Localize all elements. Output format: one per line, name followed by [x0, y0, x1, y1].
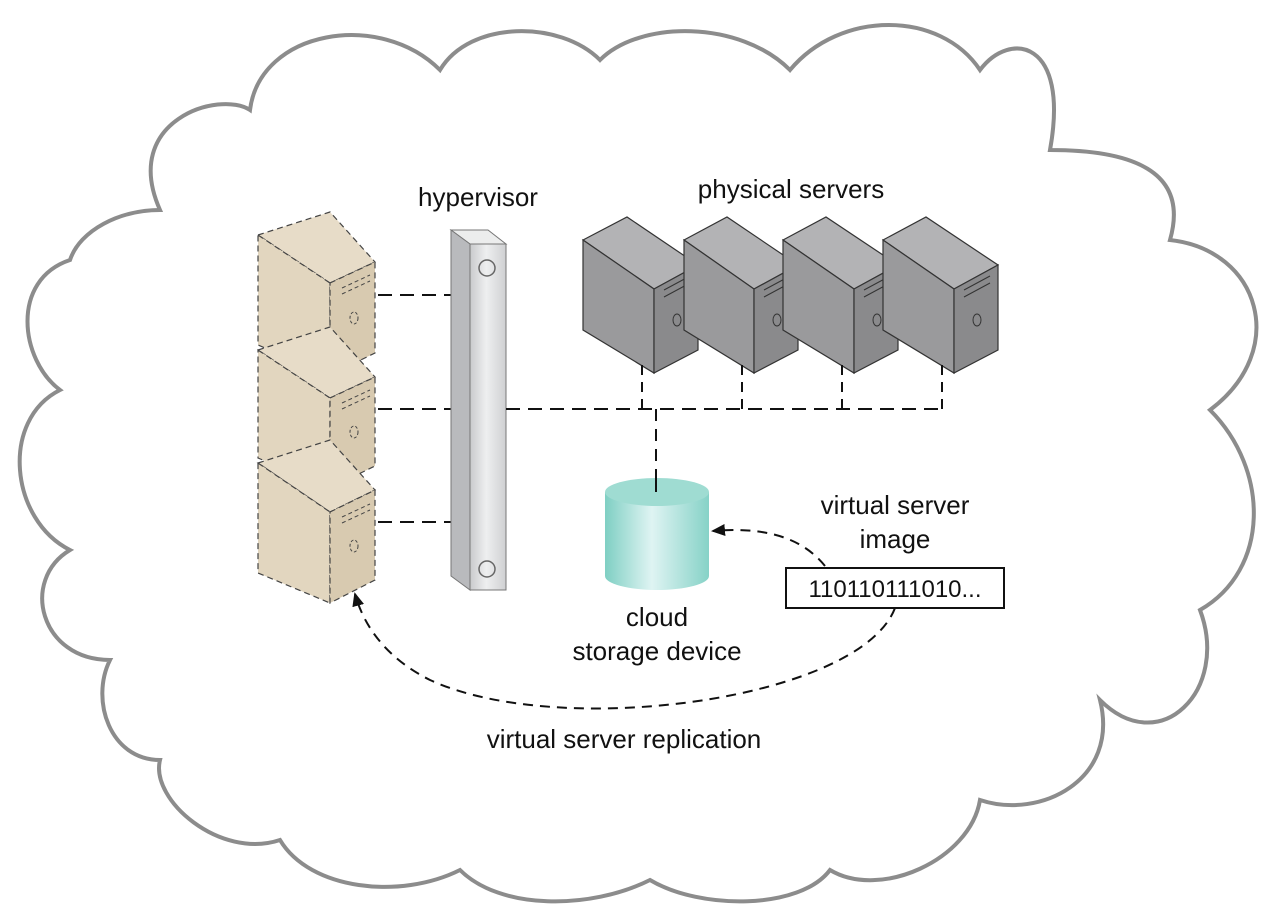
virtual-server-3 — [256, 439, 376, 604]
physical-servers-label: physical servers — [698, 174, 884, 204]
cloud-storage-label-line2: storage device — [572, 636, 741, 666]
replication-arrow — [352, 592, 896, 710]
physical-server-4 — [881, 216, 1000, 375]
virtual-server-image-box — [785, 567, 1005, 609]
hypervisor-label: hypervisor — [418, 182, 538, 212]
virtual-server-image-label-line1: virtual server — [821, 490, 970, 520]
virtual-server-image-label-line2: image — [860, 524, 931, 554]
cloud-storage-device — [605, 478, 709, 590]
physical-server-3 — [781, 216, 900, 375]
hypervisor-bar — [449, 229, 508, 591]
virtual-server-image-binary: 110110111010... — [808, 576, 981, 603]
replication-label: virtual server replication — [487, 724, 762, 754]
cloud-outline — [17, 23, 1259, 904]
cloud-storage-label-line1: cloud — [626, 602, 688, 632]
image-to-storage-arrow — [711, 524, 826, 567]
